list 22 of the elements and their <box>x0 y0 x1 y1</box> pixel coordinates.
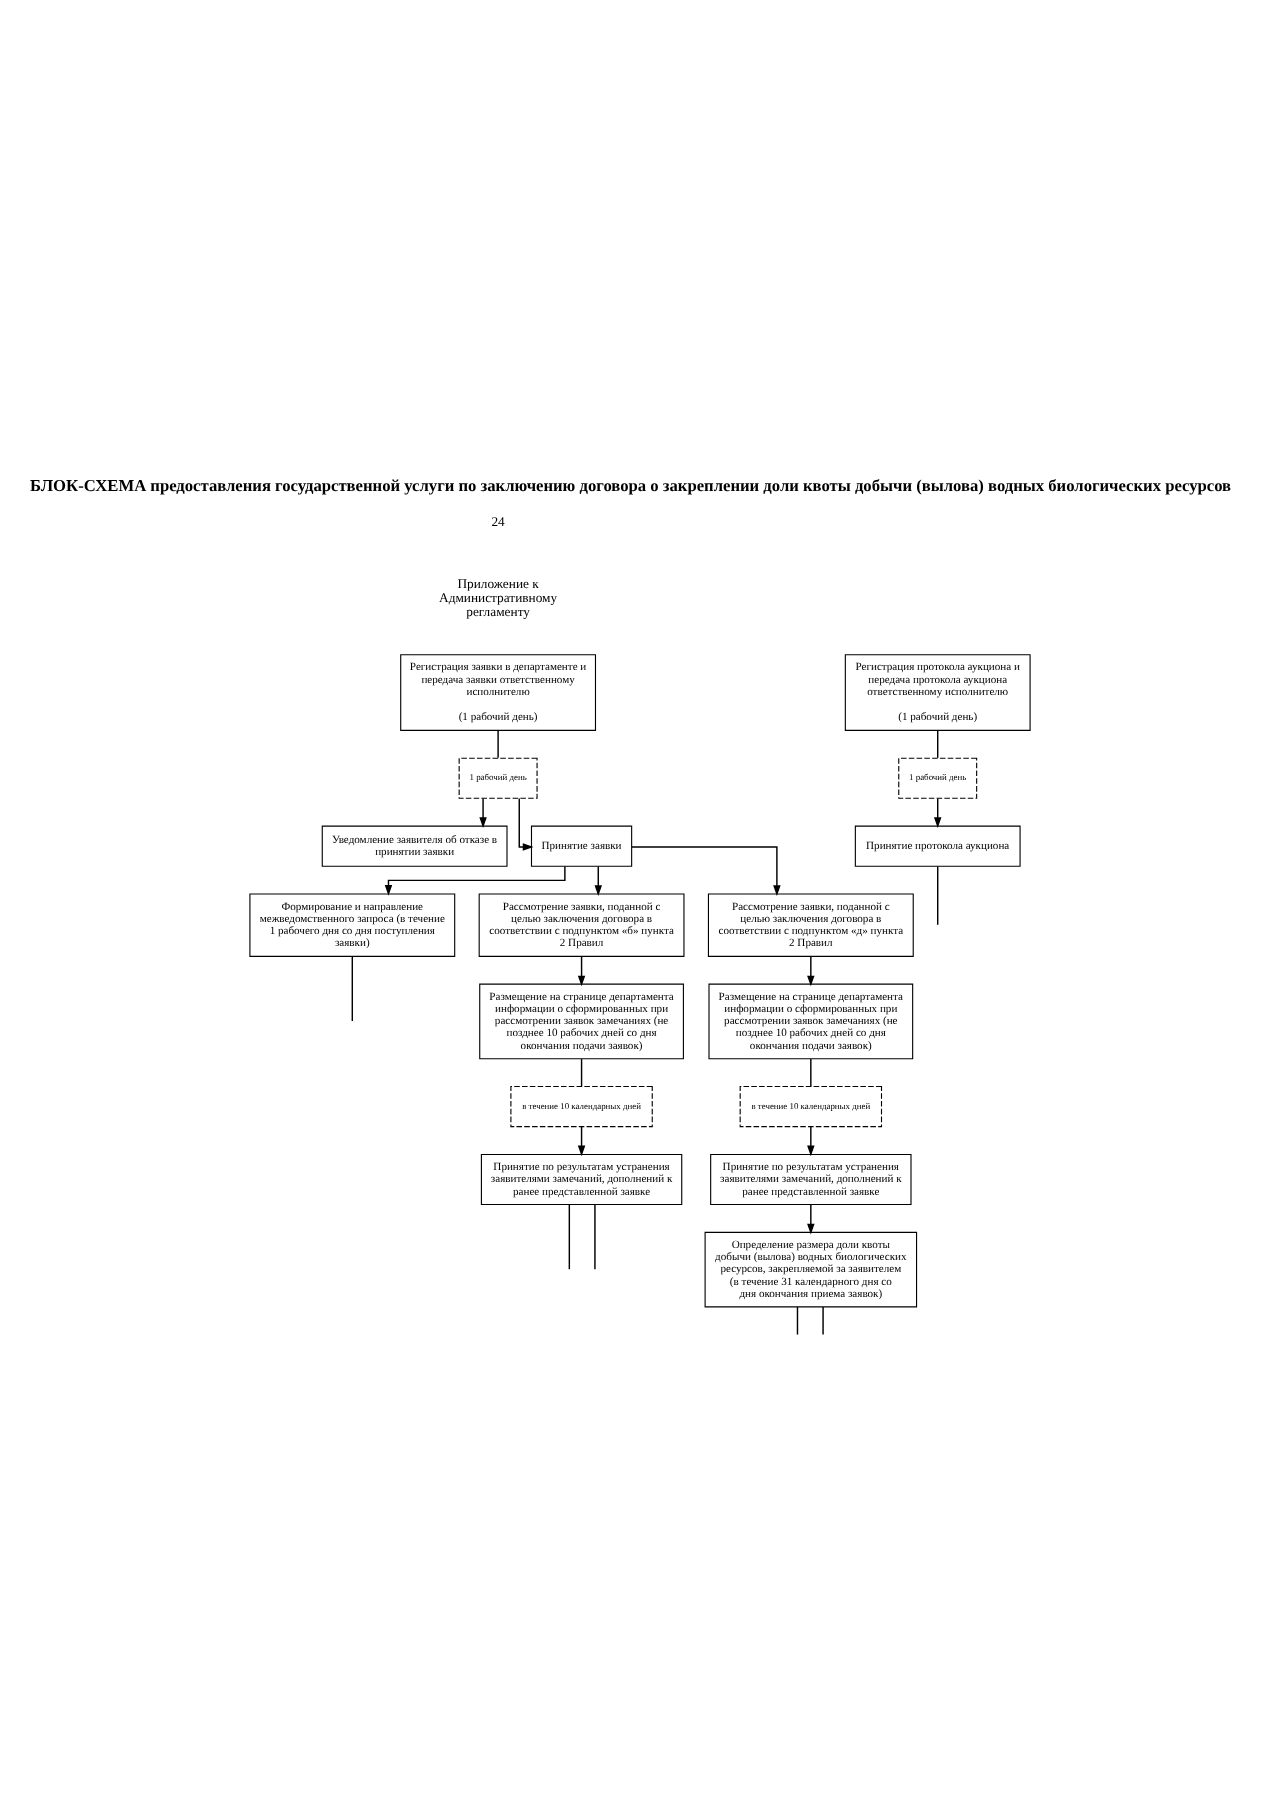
arrow <box>577 1126 586 1157</box>
arrow <box>479 797 487 828</box>
connector <box>810 1058 812 1088</box>
connector <box>351 956 354 1022</box>
arrow <box>518 797 534 851</box>
arrow <box>384 865 566 896</box>
arrow <box>807 1203 815 1235</box>
connector <box>822 1306 824 1336</box>
connector <box>937 730 939 759</box>
connector <box>568 1203 571 1270</box>
arrow <box>807 1126 815 1157</box>
arrow <box>933 797 942 828</box>
connector <box>497 730 499 759</box>
arrow <box>577 956 586 987</box>
connector <box>796 1306 799 1336</box>
arrow <box>631 846 781 897</box>
connector <box>937 865 939 926</box>
connector <box>594 1203 596 1270</box>
connector <box>580 1058 583 1088</box>
arrow <box>807 956 815 987</box>
arrow <box>594 865 602 897</box>
diagram-title: БЛОК-СХЕМА предоставления государственной услуги по заключению договора о закреплении доли квоты добычи (вылова) водных биологических ресурсов <box>30 477 1232 496</box>
